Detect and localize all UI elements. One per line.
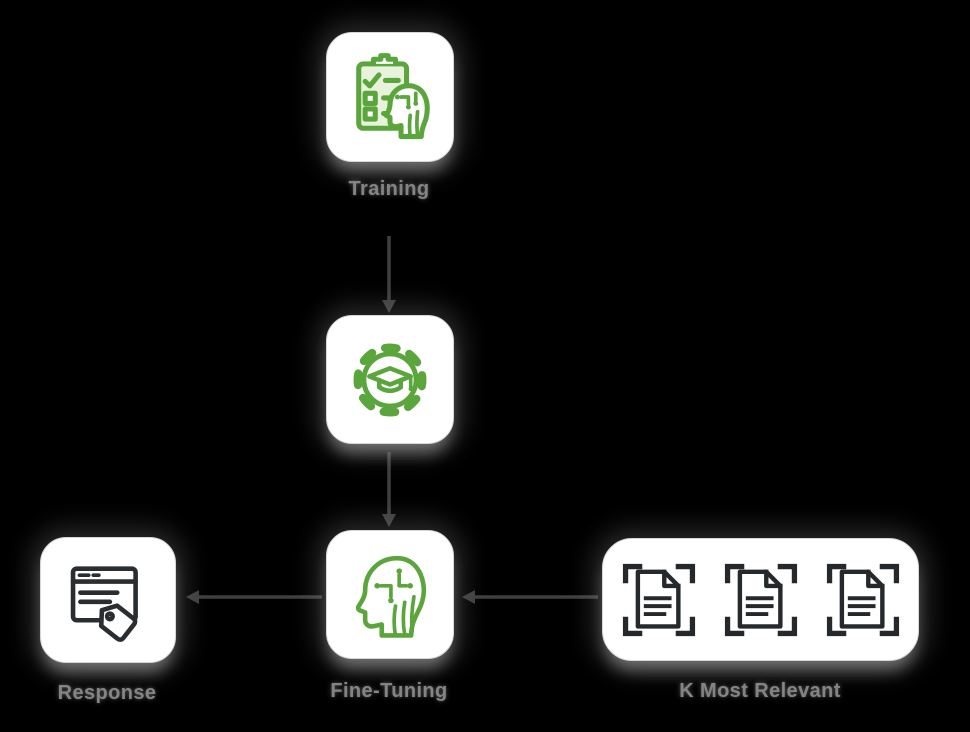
head-circuit-icon	[355, 555, 427, 638]
learning-node	[326, 315, 454, 444]
clipboard-brain-icon	[356, 53, 430, 140]
browser-tag-icon	[70, 566, 138, 642]
relevant-documents-label: K Most Relevant	[679, 680, 841, 702]
scan-document-icon	[622, 563, 695, 636]
gear-graduation-icon	[353, 343, 427, 416]
response-label: Response	[57, 682, 157, 704]
model-node	[326, 530, 454, 659]
training-node	[326, 32, 454, 162]
scan-document-icon	[826, 563, 899, 636]
scan-document-icon	[724, 563, 797, 636]
response-node	[40, 537, 176, 663]
relevant-documents-node	[602, 538, 919, 661]
document-icons	[615, 556, 907, 644]
model-label: Fine-Tuning	[330, 680, 448, 702]
training-label: Training	[348, 178, 430, 200]
